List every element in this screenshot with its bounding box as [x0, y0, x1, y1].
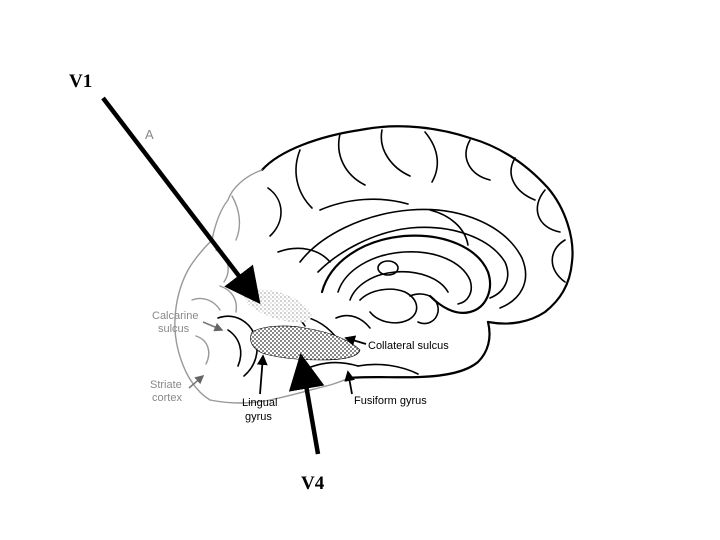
striate-cortex-label-1: Striate	[150, 379, 182, 391]
collateral-sulcus-label: Collateral sulcus	[368, 340, 449, 352]
lingual-gyrus-label-1: Lingual	[242, 397, 277, 409]
corpus-callosum	[320, 234, 492, 329]
v4-label: V4	[301, 473, 325, 494]
brain-outline	[174, 125, 574, 404]
v1-region	[244, 289, 312, 323]
calcarine-sulcus-label-2: sulcus	[158, 323, 190, 335]
v1-label: V1	[69, 71, 92, 92]
calcarine-sulcus-label-1: Calcarine	[152, 310, 198, 322]
label-pointers	[188, 321, 367, 395]
lingual-gyrus-label-2: gyrus	[245, 411, 272, 423]
striate-cortex-label-2: cortex	[152, 392, 182, 404]
v4-arrow	[288, 353, 325, 455]
v1-arrow	[101, 96, 261, 305]
medial-gyri	[267, 129, 566, 309]
fusiform-gyrus-label: Fusiform gyrus	[354, 395, 427, 407]
v4-region	[250, 325, 361, 361]
panel-letter: A	[145, 127, 154, 142]
